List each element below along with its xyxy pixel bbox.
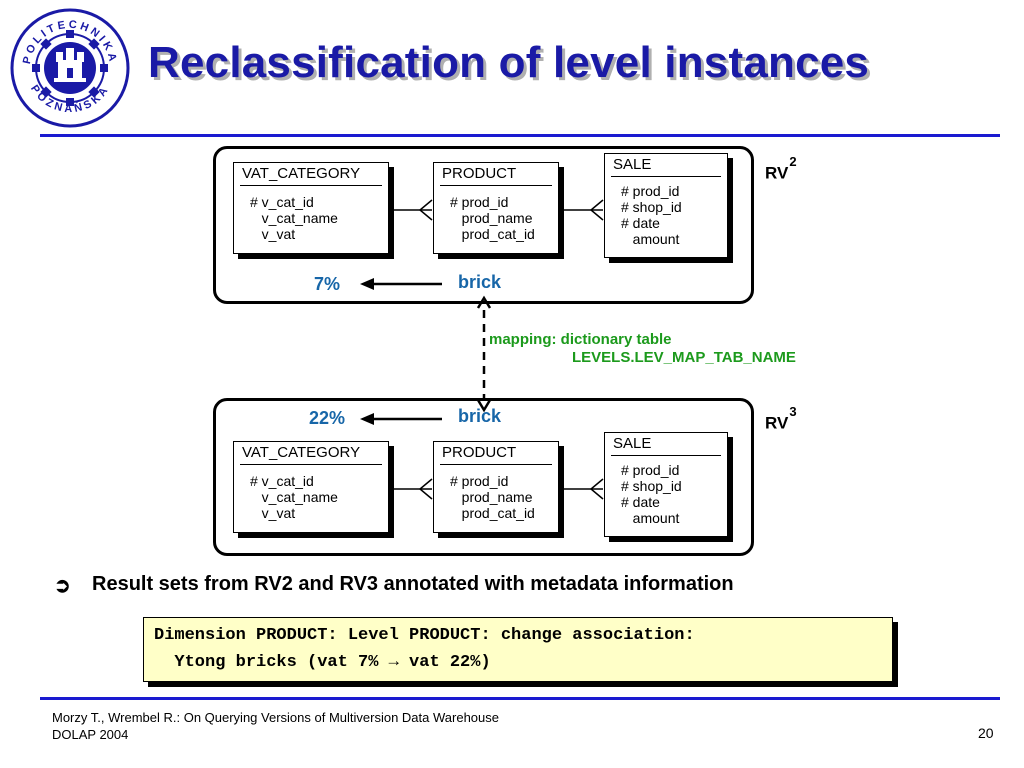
footer-line-2: DOLAP 2004 — [52, 727, 129, 742]
rv3-vat-category-table: VAT_CATEGORY # v_cat_id v_cat_name v_vat — [233, 441, 389, 533]
footer-line-1: Morzy T., Wrembel R.: On Querying Versio… — [52, 710, 499, 725]
rv3-product-table: PRODUCT # prod_id prod_name prod_cat_id — [433, 441, 559, 533]
title-divider — [40, 134, 1000, 137]
table-header-line — [611, 176, 721, 177]
table-attributes: # prod_id # shop_id # date amount — [621, 183, 682, 247]
table-name: PRODUCT — [442, 444, 517, 461]
table-name: SALE — [613, 156, 652, 173]
page-number: 20 — [978, 725, 994, 741]
mapping-arrow-up — [476, 295, 492, 309]
table-name: PRODUCT — [442, 165, 517, 182]
footer-citation: Morzy T., Wrembel R.: On Querying Versio… — [52, 709, 499, 743]
mapping-table-name: LEVELS.LEV_MAP_TAB_NAME — [572, 349, 796, 366]
table-header-line — [440, 185, 552, 186]
table-name: VAT_CATEGORY — [242, 444, 361, 461]
table-attributes: # prod_id prod_name prod_cat_id — [450, 194, 535, 242]
table-attributes: # v_cat_id v_cat_name v_vat — [250, 194, 338, 242]
rv2-label: RV2 — [765, 154, 797, 183]
rv2-product-table: PRODUCT # prod_id prod_name prod_cat_id — [433, 162, 559, 254]
bullet-arrow-icon: ➲ — [54, 575, 71, 597]
mapping-label: mapping: dictionary table — [489, 331, 672, 348]
table-header-line — [240, 185, 382, 186]
rv2-vat-product-crowfoot — [418, 199, 433, 221]
footer-divider — [40, 697, 1000, 700]
rv2-member-brick: brick — [458, 272, 502, 292]
note-line-1: Dimension PRODUCT: Level PRODUCT: change… — [154, 626, 695, 645]
table-attributes: # v_cat_id v_cat_name v_vat — [250, 473, 338, 521]
rv2-arrowhead — [360, 278, 374, 290]
table-header-line — [240, 464, 382, 465]
rv3-product-sale-crowfoot — [589, 478, 604, 500]
note-line-2: Ytong bricks (vat 7% → vat 22%) — [154, 653, 491, 672]
university-logo: POLITECHNIKA POZNAŃSKA — [8, 6, 132, 130]
rv2-product-sale-crowfoot — [589, 199, 604, 221]
metadata-note-box: Dimension PRODUCT: Level PRODUCT: change… — [143, 617, 893, 682]
table-header-line — [440, 464, 552, 465]
rv3-arrowhead — [360, 413, 374, 425]
rv3-sale-table: SALE # prod_id # shop_id # date amount — [604, 432, 728, 537]
table-header-line — [611, 455, 721, 456]
rv3-vat-percent: 22% — [309, 408, 346, 428]
rv2-sale-table: SALE # prod_id # shop_id # date amount — [604, 153, 728, 258]
table-name: VAT_CATEGORY — [242, 165, 361, 182]
seal-icon: POLITECHNIKA POZNAŃSKA — [10, 8, 130, 128]
rv2-vat-category-table: VAT_CATEGORY # v_cat_id v_cat_name v_vat — [233, 162, 389, 254]
rv2-vat-percent: 7% — [314, 274, 341, 294]
rv3-member-brick: brick — [458, 406, 502, 426]
table-attributes: # prod_id # shop_id # date amount — [621, 462, 682, 526]
page-title: Reclassification of level instances — [148, 38, 870, 87]
rv3-vat-product-crowfoot — [418, 478, 433, 500]
mapping-arrow-down — [476, 399, 492, 413]
rv3-label: RV3 — [765, 404, 797, 433]
bullet-text: Result sets from RV2 and RV3 annotated w… — [92, 573, 734, 595]
table-attributes: # prod_id prod_name prod_cat_id — [450, 473, 535, 521]
table-name: SALE — [613, 435, 652, 452]
